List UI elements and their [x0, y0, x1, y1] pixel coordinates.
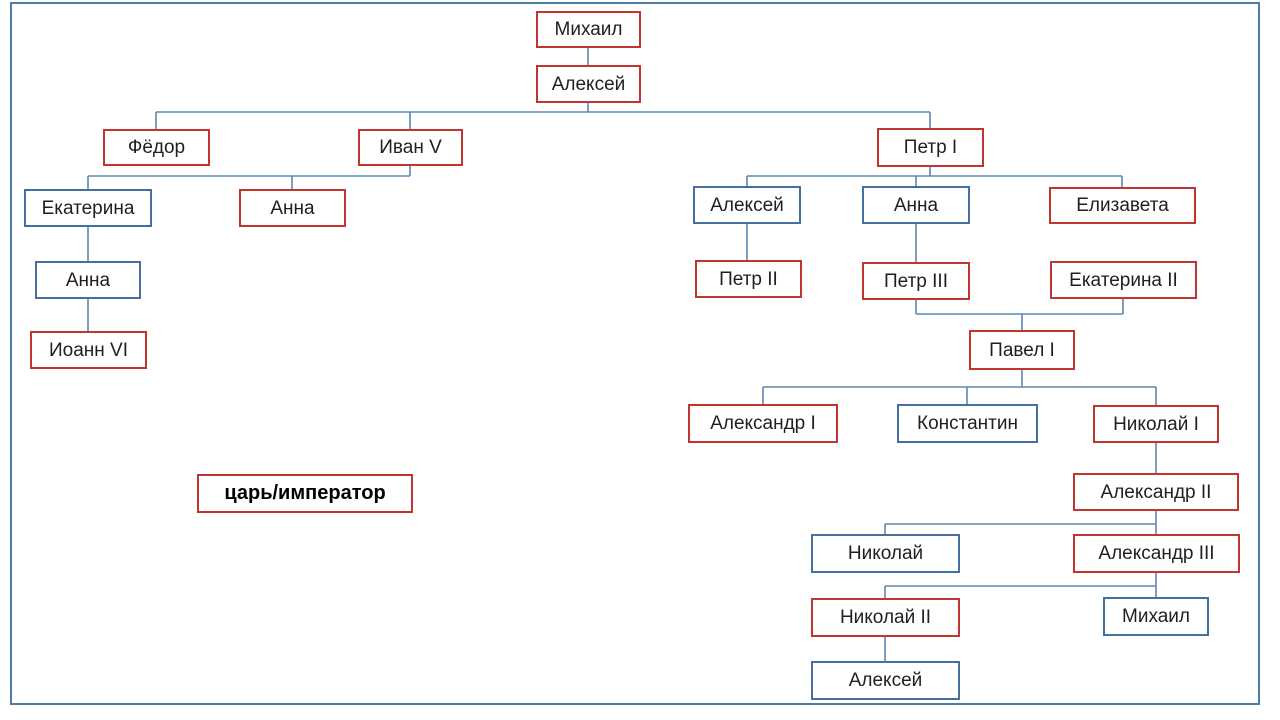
- person-node-mikhail-1: Михаил: [536, 11, 641, 48]
- person-node-aleksey-1: Алексей: [536, 65, 641, 103]
- person-label: Анна: [893, 194, 939, 216]
- person-node-aleksey-3: Алексей: [811, 661, 960, 700]
- person-node-petr-ii: Петр II: [695, 260, 802, 298]
- person-label: Николай: [847, 543, 924, 564]
- person-label: Фёдор: [127, 137, 186, 158]
- person-label: Петр III: [884, 270, 948, 292]
- person-node-ioann-vi: Иоанн VI: [30, 331, 147, 369]
- person-node-ekaterina-1: Екатерина: [24, 189, 152, 227]
- person-node-aleksey-2: Алексей: [693, 186, 801, 224]
- person-label: Петр II: [719, 268, 778, 290]
- person-label: Константин: [917, 413, 1018, 434]
- person-label: Алексей: [551, 73, 626, 95]
- person-label: Николай I: [1113, 413, 1199, 435]
- person-label: Алексей: [848, 670, 923, 691]
- person-label: Петр I: [903, 137, 958, 158]
- person-label: Анна: [270, 197, 315, 219]
- person-label: Александр III: [1098, 543, 1215, 564]
- person-node-nikolay-ii: Николай II: [811, 598, 960, 637]
- person-label: Анна: [65, 269, 111, 291]
- person-node-aleksandr-ii: Александр II: [1073, 473, 1239, 511]
- person-label: Алексей: [710, 194, 784, 216]
- person-node-mikhail-2: Михаил: [1103, 597, 1209, 636]
- person-label: Александр I: [710, 413, 816, 434]
- person-label: Екатерина: [41, 197, 135, 219]
- person-node-anna-3: Анна: [862, 186, 970, 224]
- person-label: Николай II: [839, 607, 932, 628]
- person-label: Иоанн VI: [48, 339, 128, 361]
- slide-frame: [10, 2, 1260, 705]
- person-node-konstantin: Константин: [897, 404, 1038, 443]
- person-node-petr-iii: Петр III: [862, 262, 970, 300]
- person-node-anna-1: Анна: [239, 189, 346, 227]
- legend-box: царь/император: [197, 474, 413, 513]
- person-label: Михаил: [1122, 606, 1190, 627]
- person-node-nikolay-i: Николай I: [1093, 405, 1219, 443]
- person-label: Михаил: [554, 19, 623, 40]
- person-node-aleksandr-i: Александр I: [688, 404, 838, 443]
- person-label: Екатерина II: [1069, 269, 1178, 291]
- person-node-elizaveta: Елизавета: [1049, 187, 1196, 224]
- person-node-ekaterina-ii: Екатерина II: [1050, 261, 1197, 299]
- person-node-petr-i: Петр I: [877, 128, 984, 167]
- person-node-nikolay-1: Николай: [811, 534, 960, 573]
- person-label: Иван V: [379, 137, 442, 158]
- person-label: Елизавета: [1076, 195, 1169, 216]
- legend-label: царь/император: [224, 482, 386, 504]
- person-node-aleksandr-iii: Александр III: [1073, 534, 1240, 573]
- person-node-ivan-v: Иван V: [358, 129, 463, 166]
- person-node-pavel-i: Павел I: [969, 330, 1075, 370]
- person-label: Александр II: [1100, 481, 1212, 503]
- person-node-fyodor: Фёдор: [103, 129, 210, 166]
- person-label: Павел I: [989, 339, 1055, 361]
- person-node-anna-2: Анна: [35, 261, 141, 299]
